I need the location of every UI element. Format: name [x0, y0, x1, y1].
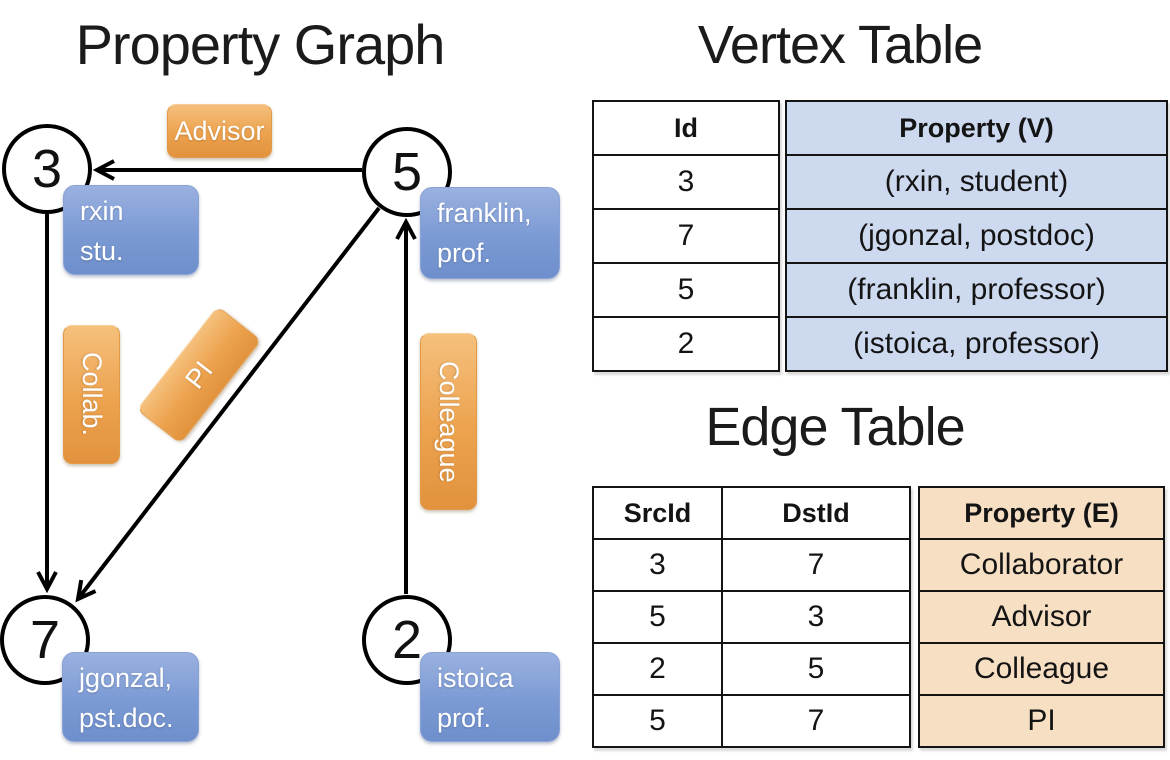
table-row: (istoica, professor)	[785, 316, 1168, 372]
table-row: 3 7	[592, 538, 911, 592]
table-row: 3	[592, 154, 780, 210]
vertex-node-3-id: 3	[31, 139, 63, 199]
vertex-property-cell: (rxin, student)	[785, 154, 1168, 210]
edge-table-title: Edge Table	[705, 397, 965, 457]
vertex-property-box-2-line2: prof.	[437, 703, 492, 733]
property-graph-panel: Property Graph 3 5 7 2 Advisor Collab. P…	[0, 0, 580, 760]
edge-dstid-header: DstId	[721, 486, 911, 540]
vertex-id-cell: 2	[592, 316, 780, 372]
table-row: 5	[592, 262, 780, 318]
edge-table-property-column: Property (E) Collaborator Advisor Collea…	[918, 486, 1165, 748]
edge-srcid-cell: 5	[592, 694, 723, 748]
edge-label-pi: PI	[136, 305, 262, 445]
edge-property-header: Property (E)	[918, 486, 1165, 540]
vertex-property-box-5: franklin, prof.	[420, 187, 560, 279]
edge-srcid-cell: 2	[592, 642, 723, 696]
edge-dstid-cell: 7	[721, 538, 911, 592]
edge-dstid-cell: 5	[721, 642, 911, 696]
edge-dstid-cell: 3	[721, 590, 911, 644]
table-row: Id	[592, 100, 780, 156]
vertex-property-box-7-line1: jgonzal,	[79, 663, 173, 693]
edge-dstid-cell: 7	[721, 694, 911, 748]
vertex-property-cell: (jgonzal, postdoc)	[785, 208, 1168, 264]
vertex-node-5-id: 5	[391, 142, 423, 202]
vertex-id-cell: 5	[592, 262, 780, 318]
table-row: Property (V)	[785, 100, 1168, 156]
vertex-property-box-3-line2: stu.	[80, 236, 124, 266]
vertex-table: Id 3 7 5 2 Property (V) (rxin, student) …	[592, 100, 1168, 372]
edge-srcid-cell: 5	[592, 590, 723, 644]
vertex-id-cell: 7	[592, 208, 780, 264]
vertex-property-box-3-line1: rxin	[80, 196, 124, 226]
vertex-id-cell: 3	[592, 154, 780, 210]
table-row: 5 3	[592, 590, 911, 644]
vertex-property-box-7-line2: pst.doc.	[79, 703, 174, 733]
vertex-id-header: Id	[592, 100, 780, 156]
table-row: SrcId DstId	[592, 486, 911, 540]
vertex-node-3: 3	[2, 124, 92, 214]
property-graph-title: Property Graph	[75, 13, 446, 76]
edge-property-cell: Advisor	[918, 590, 1165, 644]
vertex-property-box-7: jgonzal, pst.doc.	[62, 652, 199, 742]
edge-table-id-columns: SrcId DstId 3 7 5 3 2 5 5 7	[592, 486, 911, 748]
edge-property-cell: Colleague	[918, 642, 1165, 696]
edge-srcid-cell: 3	[592, 538, 723, 592]
edge-label-collaborator: Collab.	[63, 325, 120, 464]
vertex-node-5: 5	[362, 127, 452, 217]
vertex-property-cell: (franklin, professor)	[785, 262, 1168, 318]
vertex-property-box-5-line2: prof.	[437, 238, 492, 268]
vertex-property-box-2-line1: istoica	[437, 663, 514, 693]
table-row: Property (E)	[918, 486, 1165, 540]
vertex-property-box-3: rxin stu.	[63, 185, 199, 275]
edge-table: SrcId DstId 3 7 5 3 2 5 5 7 Property (E)…	[592, 486, 1165, 748]
edge-label-colleague: Colleague	[420, 333, 477, 510]
table-row: 5 7	[592, 694, 911, 748]
edge-label-advisor: Advisor	[167, 104, 272, 158]
vertex-property-cell: (istoica, professor)	[785, 316, 1168, 372]
edge-property-cell: Collaborator	[918, 538, 1165, 592]
table-row: PI	[918, 694, 1165, 748]
vertex-property-header: Property (V)	[785, 100, 1168, 156]
vertex-property-box-2: istoica prof.	[420, 652, 560, 742]
vertex-node-2-id: 2	[391, 610, 423, 670]
table-row: (jgonzal, postdoc)	[785, 208, 1168, 264]
vertex-table-id-column: Id 3 7 5 2	[592, 100, 780, 372]
vertex-property-box-5-line1: franklin,	[437, 198, 532, 228]
edge-srcid-header: SrcId	[592, 486, 723, 540]
edge-property-cell: PI	[918, 694, 1165, 748]
table-row: 2 5	[592, 642, 911, 696]
vertex-node-7-id: 7	[29, 610, 61, 670]
table-row: 7	[592, 208, 780, 264]
table-row: Advisor	[918, 590, 1165, 644]
table-row: 2	[592, 316, 780, 372]
table-row: Colleague	[918, 642, 1165, 696]
table-row: Collaborator	[918, 538, 1165, 592]
vertex-table-title: Vertex Table	[697, 15, 983, 75]
table-row: (franklin, professor)	[785, 262, 1168, 318]
vertex-table-property-column: Property (V) (rxin, student) (jgonzal, p…	[785, 100, 1168, 372]
table-row: (rxin, student)	[785, 154, 1168, 210]
